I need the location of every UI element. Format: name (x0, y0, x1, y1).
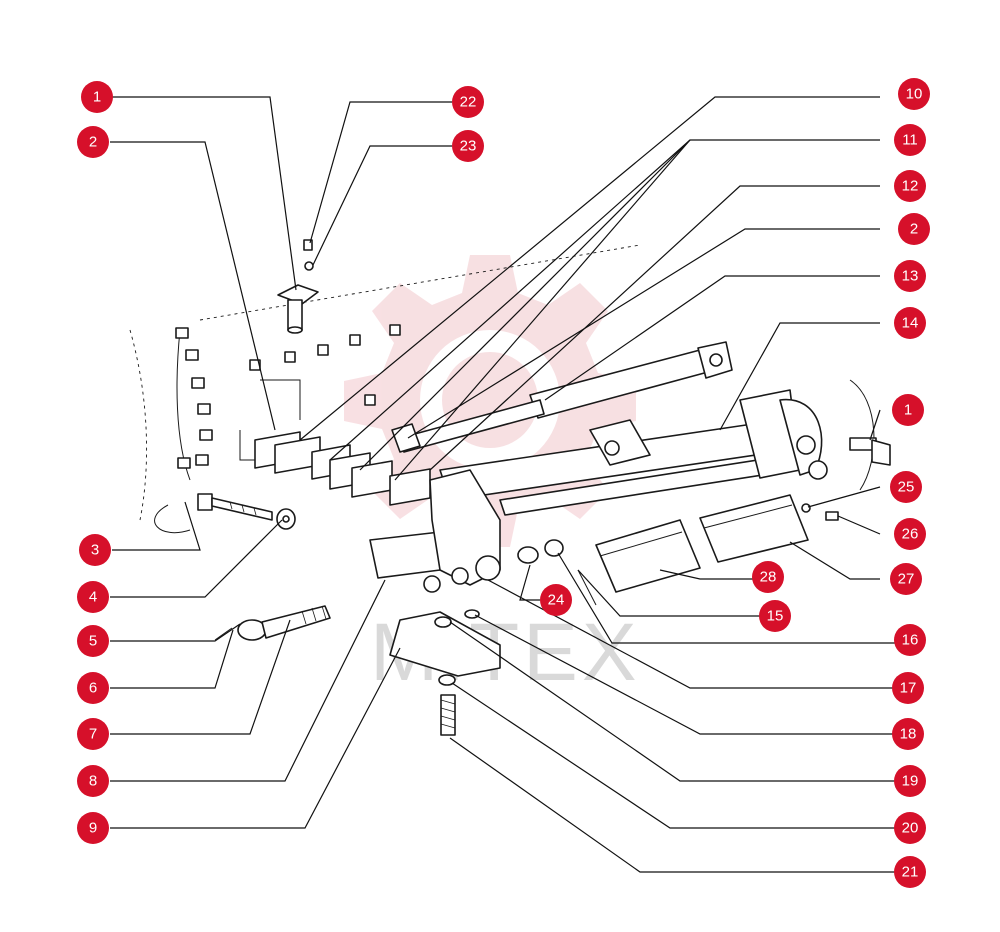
callout-number: 5 (89, 633, 97, 650)
callout-number: 14 (902, 315, 919, 332)
callout-number: 7 (89, 726, 97, 743)
callout-17: 17 (892, 672, 924, 704)
callout-15: 15 (759, 600, 791, 632)
frame-beam (439, 379, 891, 516)
callout-7: 7 (77, 718, 109, 750)
washer (276, 508, 296, 530)
callout-22: 22 (452, 86, 484, 118)
callout-26: 26 (894, 518, 926, 550)
callout-number: 22 (460, 94, 477, 111)
shim-plates (254, 431, 431, 506)
callout-number: 3 (91, 542, 99, 559)
callout-number: 9 (89, 820, 97, 837)
callout-number: 2 (910, 221, 918, 238)
callout-number: 21 (902, 864, 919, 881)
callout-number: 12 (902, 178, 919, 195)
callout-8: 8 (77, 765, 109, 797)
callout-20: 20 (894, 812, 926, 844)
callout-4: 4 (77, 581, 109, 613)
wire-loop (154, 504, 191, 534)
callout-number: 23 (460, 138, 477, 155)
callout-9: 9 (77, 812, 109, 844)
cotter-pin (214, 627, 233, 641)
callout-2-left: 2 (77, 126, 109, 158)
pin-assembly-top (277, 239, 319, 334)
callout-number: 8 (89, 773, 97, 790)
callout-12: 12 (894, 170, 926, 202)
callout-number: 2 (89, 134, 97, 151)
callout-23: 23 (452, 130, 484, 162)
callout-number: 18 (900, 726, 917, 743)
callout-number: 11 (902, 132, 918, 149)
callout-number: 1 (904, 402, 912, 419)
callout-3: 3 (79, 534, 111, 566)
callout-number: 24 (548, 592, 565, 609)
callout-11: 11 (894, 124, 926, 156)
callout-number: 17 (900, 680, 917, 697)
callout-25: 25 (890, 471, 922, 503)
callout-10: 10 (898, 78, 930, 110)
callout-18: 18 (892, 718, 924, 750)
callout-number: 1 (93, 89, 101, 106)
callout-number: 4 (89, 589, 97, 606)
callout-number: 19 (902, 773, 919, 790)
callout-28: 28 (752, 561, 784, 593)
callout-number: 6 (89, 680, 97, 697)
callout-19: 19 (894, 765, 926, 797)
cap-screw (237, 605, 331, 641)
mower-body (129, 244, 641, 521)
callout-number: 15 (767, 608, 784, 625)
callout-6: 6 (77, 672, 109, 704)
mounting-bracket (369, 469, 597, 606)
stop-block (389, 609, 501, 736)
callout-13: 13 (894, 260, 926, 292)
callout-number: 13 (902, 268, 919, 285)
callout-1-top: 1 (81, 81, 113, 113)
callout-24: 24 (540, 584, 572, 616)
callout-number: 25 (898, 479, 915, 496)
hydraulic-cylinder (391, 341, 733, 453)
callout-number: 27 (898, 571, 915, 588)
callout-number: 16 (902, 632, 919, 649)
leader-lines (110, 96, 895, 873)
blade-right (699, 494, 839, 563)
callout-14: 14 (894, 307, 926, 339)
long-bolt (197, 493, 273, 521)
blade-left (595, 519, 701, 593)
callout-5: 5 (77, 625, 109, 657)
callout-number: 28 (760, 569, 777, 586)
callout-16: 16 (894, 624, 926, 656)
callout-27: 27 (890, 563, 922, 595)
bolt-heads-row (175, 324, 401, 469)
callout-1-right: 1 (892, 394, 924, 426)
callout-number: 20 (902, 820, 919, 837)
callout-21: 21 (894, 856, 926, 888)
callout-number: 26 (902, 526, 919, 543)
callout-number: 10 (906, 86, 923, 103)
callout-2-right: 2 (898, 213, 930, 245)
